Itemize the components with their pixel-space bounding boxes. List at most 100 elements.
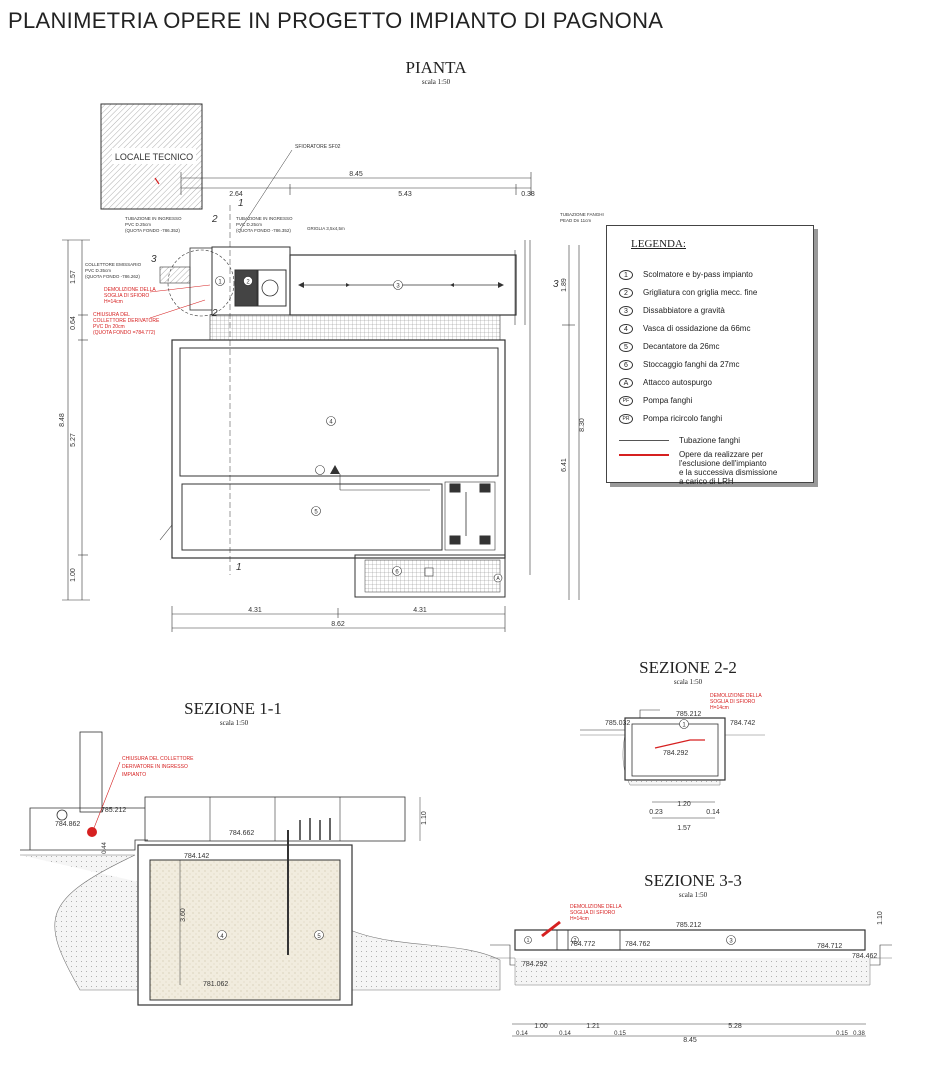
svg-text:A: A xyxy=(496,576,500,582)
svg-text:784.292: 784.292 xyxy=(522,961,547,968)
svg-text:6.41: 6.41 xyxy=(561,458,568,472)
pianta-scale: scala 1:50 xyxy=(421,78,451,86)
svg-text:2: 2 xyxy=(246,280,250,286)
svg-text:IMPIANTO: IMPIANTO xyxy=(122,772,146,778)
svg-text:COLLETTORE EMISSARIO: COLLETTORE EMISSARIO xyxy=(85,262,142,267)
svg-text:1.00: 1.00 xyxy=(534,1023,548,1030)
svg-text:8.45: 8.45 xyxy=(349,171,363,178)
svg-text:784.712: 784.712 xyxy=(817,943,842,950)
svg-text:8.62: 8.62 xyxy=(331,621,345,628)
svg-text:H=14cm: H=14cm xyxy=(104,299,123,305)
svg-text:GRIGLIA 3,5x4,5m: GRIGLIA 3,5x4,5m xyxy=(307,226,345,231)
svg-text:8.48: 8.48 xyxy=(59,413,66,427)
svg-text:H=14cm: H=14cm xyxy=(570,916,589,922)
svg-text:1.57: 1.57 xyxy=(70,270,77,284)
svg-text:4: 4 xyxy=(329,420,333,426)
svg-text:0.64: 0.64 xyxy=(70,316,77,330)
svg-text:PVC Dn 20cm: PVC Dn 20cm xyxy=(93,324,125,330)
svg-text:785.212: 785.212 xyxy=(676,711,701,718)
svg-text:785.032: 785.032 xyxy=(605,720,630,727)
svg-text:785.212: 785.212 xyxy=(101,807,126,814)
section-2-2: 1 DEMOLIZIONE DELLA SOGLIA DI SFIORO H=1… xyxy=(580,693,765,832)
svg-text:H=14cm: H=14cm xyxy=(710,705,729,711)
page-title: PLANIMETRIA OPERE IN PROGETTO IMPIANTO D… xyxy=(8,8,664,33)
svg-text:2: 2 xyxy=(211,214,218,225)
section-3-3: 1 2 3 DEMOLIZIONE DELLA SOGLIA DI SFIORO… xyxy=(490,904,892,1044)
svg-text:0.14: 0.14 xyxy=(559,1031,571,1037)
symbol-icon: 6 xyxy=(619,360,633,370)
svg-text:(QUOTA FONDO -786.262): (QUOTA FONDO -786.262) xyxy=(85,274,140,279)
svg-text:1: 1 xyxy=(236,562,242,573)
sez11-scale: scala 1:50 xyxy=(219,719,249,727)
svg-text:8.30: 8.30 xyxy=(579,418,586,432)
svg-text:784.762: 784.762 xyxy=(625,941,650,948)
svg-text:0.38: 0.38 xyxy=(853,1031,865,1037)
svg-text:1: 1 xyxy=(238,198,244,209)
svg-text:1: 1 xyxy=(682,723,686,729)
plan-view: LOCALE TECNICO 8.45 2.64 5.43 0.38 SFIOR… xyxy=(59,103,604,632)
svg-text:DEMOLIZIONE DELLA: DEMOLIZIONE DELLA xyxy=(570,904,622,910)
line-icon xyxy=(619,440,669,441)
svg-text:3: 3 xyxy=(396,284,400,290)
svg-text:(QUOTA FONDO =784.772): (QUOTA FONDO =784.772) xyxy=(93,330,156,336)
legend-line-item: Tubazione fanghi xyxy=(619,436,740,445)
svg-text:CHIUSURA DEL COLLETTORE: CHIUSURA DEL COLLETTORE xyxy=(122,756,194,762)
svg-text:CHIUSURA DEL: CHIUSURA DEL xyxy=(93,312,130,318)
svg-text:784.862: 784.862 xyxy=(55,821,80,828)
svg-text:0.14: 0.14 xyxy=(706,809,720,816)
symbol-icon: PR xyxy=(619,414,633,424)
svg-text:1.10: 1.10 xyxy=(877,911,884,925)
svg-text:0.15: 0.15 xyxy=(836,1031,848,1037)
svg-text:784.742: 784.742 xyxy=(730,720,755,727)
svg-text:5.43: 5.43 xyxy=(398,191,412,198)
svg-text:784.292: 784.292 xyxy=(663,750,688,757)
sez22-title: SEZIONE 2-2 xyxy=(639,658,737,677)
svg-text:DEMOLIZIONE DELLA: DEMOLIZIONE DELLA xyxy=(710,693,762,699)
symbol-icon: 1 xyxy=(619,270,633,280)
svg-text:2: 2 xyxy=(574,938,577,944)
svg-text:3: 3 xyxy=(553,279,559,290)
svg-text:1.89: 1.89 xyxy=(561,278,568,292)
svg-text:1: 1 xyxy=(218,280,222,286)
symbol-icon: PF xyxy=(619,396,633,406)
svg-text:1.10: 1.10 xyxy=(421,811,428,825)
svg-text:(QUOTA FONDO -786.352): (QUOTA FONDO -786.352) xyxy=(125,228,180,233)
svg-text:784.462: 784.462 xyxy=(852,953,877,960)
svg-text:0.23: 0.23 xyxy=(649,809,663,816)
svg-text:PEAD Dn 11cm: PEAD Dn 11cm xyxy=(560,218,591,223)
pianta-title: PIANTA xyxy=(405,58,467,77)
symbol-icon: 3 xyxy=(619,306,633,316)
sez11-title: SEZIONE 1-1 xyxy=(184,699,282,718)
svg-text:2: 2 xyxy=(211,308,218,319)
section-1-1: 4 5 CHIUSURA DEL COLLETTORE DERIVATORE I… xyxy=(20,731,501,1006)
svg-text:PVC D.25cm: PVC D.25cm xyxy=(125,222,151,227)
svg-text:0.15: 0.15 xyxy=(614,1031,626,1037)
locale-tecnico-label: LOCALE TECNICO xyxy=(115,152,193,162)
svg-text:784.662: 784.662 xyxy=(229,830,254,837)
svg-text:1.20: 1.20 xyxy=(677,801,691,808)
svg-text:784.142: 784.142 xyxy=(184,853,209,860)
svg-text:5.27: 5.27 xyxy=(70,433,77,447)
svg-text:TUBAZIONE IN INGRESSO: TUBAZIONE IN INGRESSO xyxy=(236,216,293,221)
svg-text:3.60: 3.60 xyxy=(180,908,187,922)
svg-text:4.31: 4.31 xyxy=(248,607,262,614)
symbol-icon: 4 xyxy=(619,324,633,334)
svg-text:SOGLIA DI SFIORO: SOGLIA DI SFIORO xyxy=(710,699,755,705)
svg-text:5.28: 5.28 xyxy=(728,1023,742,1030)
sez33-scale: scala 1:50 xyxy=(678,891,708,899)
svg-text:781.062: 781.062 xyxy=(203,981,228,988)
svg-text:PVC D.25cm: PVC D.25cm xyxy=(236,222,262,227)
svg-text:2.64: 2.64 xyxy=(229,191,243,198)
legend-title: LEGENDA: xyxy=(631,238,686,250)
svg-text:SFIORATORE SF02: SFIORATORE SF02 xyxy=(295,144,341,150)
svg-text:0.14: 0.14 xyxy=(516,1031,528,1037)
svg-text:785.212: 785.212 xyxy=(676,922,701,929)
legend-line-item: Opere da realizzare per l'esclusione del… xyxy=(619,450,777,486)
svg-text:0.38: 0.38 xyxy=(521,191,535,198)
